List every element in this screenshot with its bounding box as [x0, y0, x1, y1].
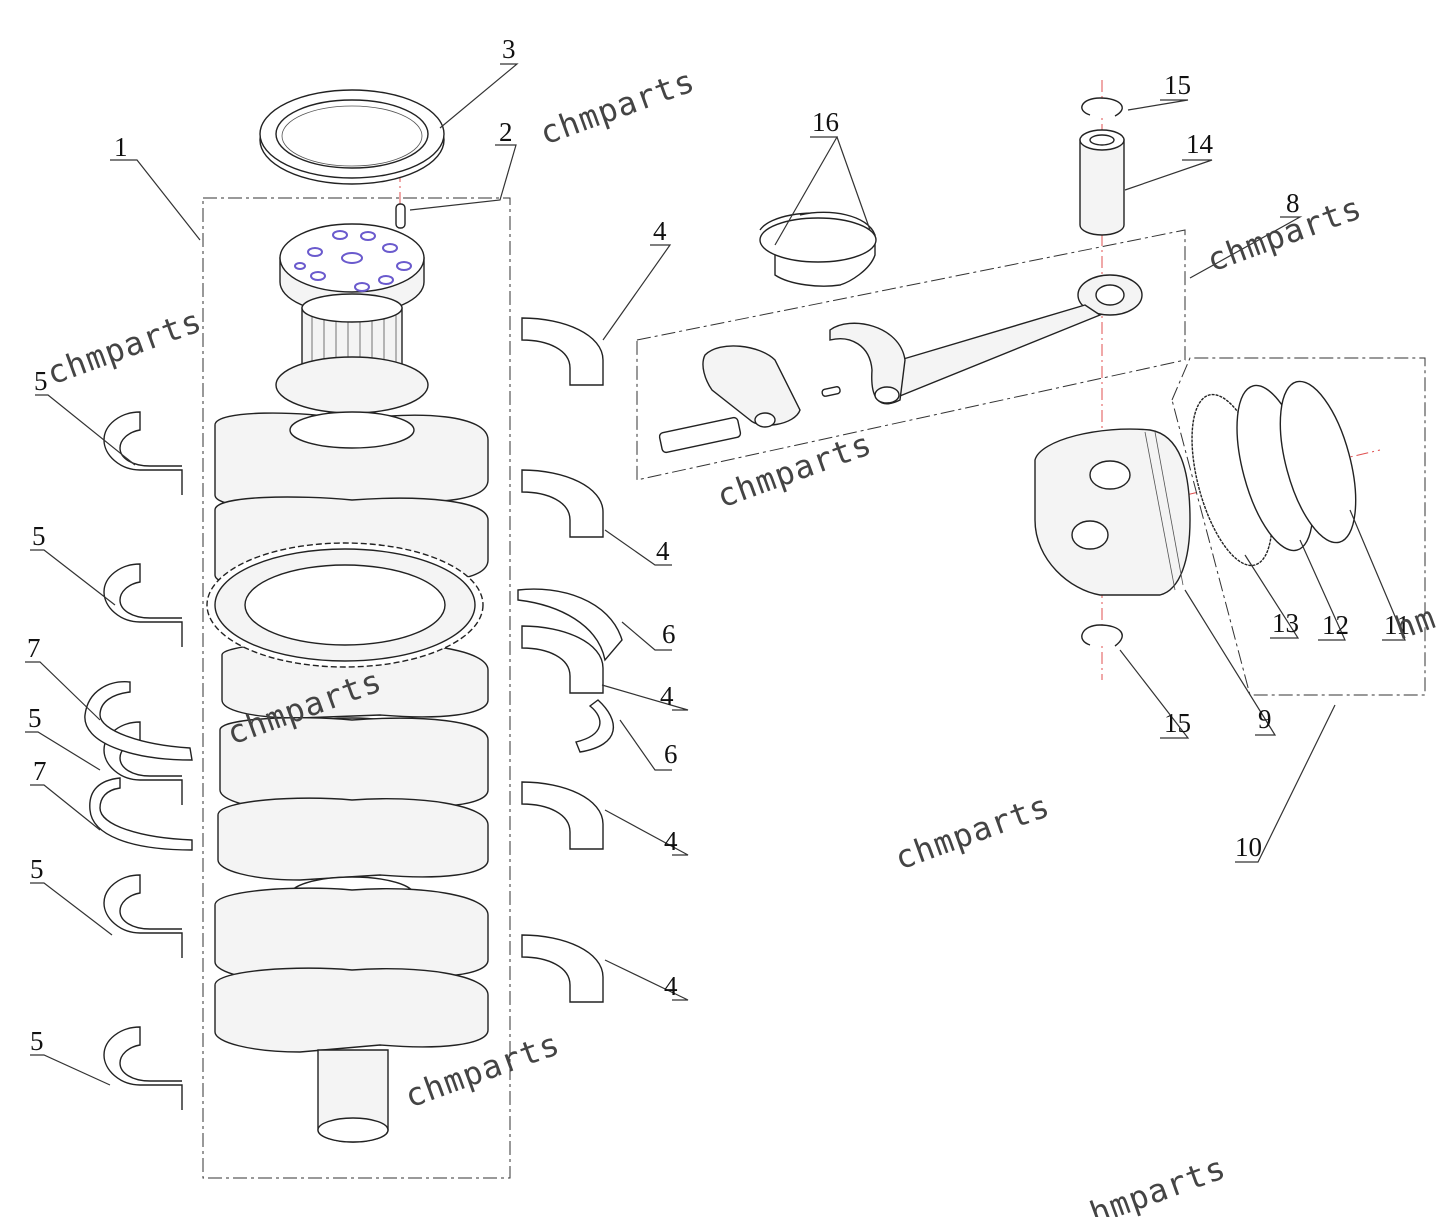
callout-11: 11	[1384, 610, 1410, 640]
watermark: chmparts	[890, 786, 1055, 877]
watermark: hmparts	[1085, 1148, 1231, 1217]
callout-6: 6	[662, 619, 676, 649]
callout-14: 14	[1186, 129, 1214, 159]
callout-5: 5	[30, 1026, 44, 1056]
thrust-washer-lower	[84, 681, 193, 851]
callout-7: 7	[27, 633, 41, 663]
callout-9: 9	[1258, 704, 1272, 734]
callout-10: 10	[1235, 832, 1262, 862]
rod-bearing-shells	[759, 211, 877, 287]
leader-lines	[25, 63, 1406, 1086]
callout-4: 4	[653, 216, 667, 246]
callout-5: 5	[32, 521, 46, 551]
piston-ring-11	[1279, 380, 1357, 544]
callout-3: 3	[502, 34, 516, 64]
timing-gear	[206, 542, 484, 668]
callout-8: 8	[1286, 188, 1300, 218]
callout-4: 4	[656, 536, 670, 566]
connecting-rod-frame	[636, 229, 1186, 481]
callout-13: 13	[1272, 608, 1299, 638]
callout-2: 2	[499, 117, 513, 147]
piston	[1034, 428, 1191, 596]
thrust-washer-upper	[517, 588, 623, 753]
rod-bolt	[658, 416, 742, 454]
dowel-pin	[395, 203, 406, 229]
crankshaft-assembly-frame	[202, 197, 511, 1179]
callout-1: 1	[114, 132, 128, 162]
crankshaft-body	[214, 356, 489, 1143]
callout-4: 4	[664, 826, 678, 856]
main-bearing-shell-lower	[103, 411, 183, 1110]
piston-assembly-frame	[1171, 357, 1426, 696]
callout-4: 4	[660, 681, 674, 711]
callout-4: 4	[664, 971, 678, 1001]
snap-ring-upper	[1081, 97, 1123, 117]
piston-pin	[1079, 129, 1125, 236]
watermark: chmparts	[535, 61, 700, 152]
callout-16: 16	[812, 107, 839, 137]
callout-7: 7	[33, 756, 47, 786]
connecting-rod	[829, 274, 1143, 405]
callout-6: 6	[664, 739, 678, 769]
connecting-rod-cap	[702, 345, 801, 428]
callout-15: 15	[1164, 70, 1191, 100]
oil-seal	[259, 89, 445, 185]
callout-5: 5	[30, 854, 44, 884]
callout-5: 5	[34, 366, 48, 396]
callout-15: 15	[1164, 708, 1191, 738]
main-bearing-shell-upper	[521, 317, 604, 1003]
snap-ring-lower	[1081, 624, 1123, 647]
callout-5: 5	[28, 703, 42, 733]
callout-12: 12	[1322, 610, 1349, 640]
rod-dowel	[821, 386, 841, 397]
watermark: chmparts	[42, 301, 207, 392]
watermark: chmparts	[1202, 188, 1367, 279]
